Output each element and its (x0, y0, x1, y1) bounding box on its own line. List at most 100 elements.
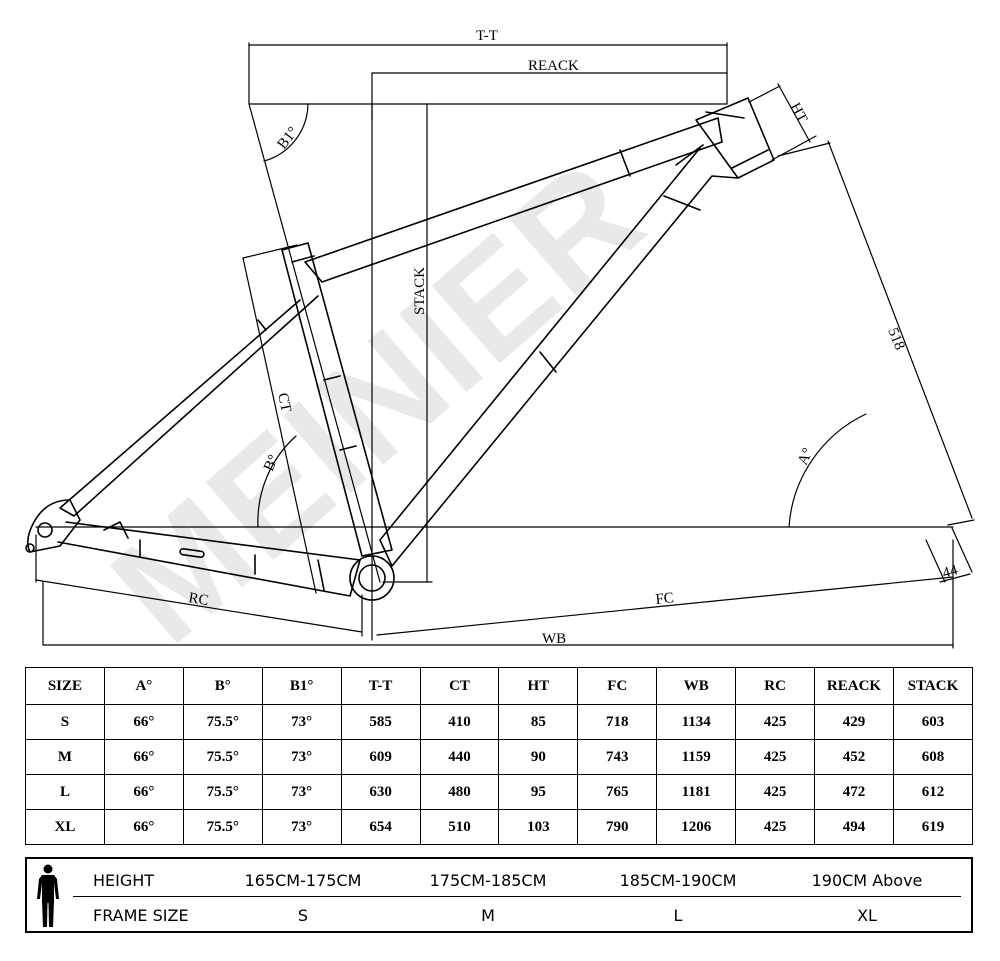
table-cell: 790 (577, 809, 658, 845)
header-tt: T-T (340, 667, 421, 705)
b1-angle-label: B1° (275, 124, 302, 152)
bike-frame (25, 97, 775, 601)
table-cell: 743 (577, 739, 658, 775)
header-ct: CT (419, 667, 500, 705)
table-cell: 510 (419, 809, 500, 845)
header-fc: FC (577, 667, 658, 705)
table-cell: 654 (340, 809, 421, 845)
table-cell: XL (25, 809, 105, 845)
height-label: HEIGHT (93, 870, 155, 890)
frame-size-row: FRAME SIZE S M L XL (73, 899, 961, 931)
seat-stay (59, 295, 319, 517)
table-cell: 1159 (656, 739, 737, 775)
table-cell: 429 (814, 704, 894, 740)
dimension-lines (35, 42, 975, 649)
size-guide: HEIGHT 165CM-175CM 175CM-185CM 185CM-190… (25, 857, 973, 933)
table-cell: 425 (735, 704, 816, 740)
person-silhouette-icon (37, 864, 59, 927)
table-cell: 630 (340, 774, 421, 810)
table-cell: 609 (340, 739, 421, 775)
frame-size-value: L (673, 905, 683, 925)
table-cell: 1206 (656, 809, 737, 845)
table-cell: 494 (814, 809, 894, 845)
fc-label: FC (655, 590, 675, 608)
height-row: HEIGHT 165CM-175CM 175CM-185CM 185CM-190… (73, 864, 961, 897)
table-cell: 1181 (656, 774, 737, 810)
table-cell: 73° (261, 704, 342, 740)
a-angle-label: A° (795, 446, 816, 468)
table-cell: 103 (498, 809, 579, 845)
fork-length-label: 518 (884, 326, 907, 353)
stack-label: STACK (412, 267, 428, 315)
table-cell: 95 (498, 774, 579, 810)
table-row: L 66° 75.5° 73° 630 480 95 765 1181 425 … (25, 774, 974, 810)
table-row: XL 66° 75.5° 73° 654 510 103 790 1206 42… (25, 809, 974, 845)
frame-size-value: M (481, 905, 495, 925)
header-stack: STACK (892, 667, 974, 705)
table-cell: 66° (103, 774, 184, 810)
height-range: 165CM-175CM (244, 870, 362, 890)
table-cell: 425 (735, 809, 816, 845)
table-cell: 440 (419, 739, 500, 775)
table-cell: 75.5° (182, 704, 263, 740)
table-cell: 73° (261, 809, 342, 845)
table-cell: 425 (735, 739, 816, 775)
table-cell: 410 (419, 704, 500, 740)
table-cell: 480 (419, 774, 500, 810)
table-cell: 73° (261, 739, 342, 775)
ht-label: HT (786, 100, 810, 125)
table-row: M 66° 75.5° 73° 609 440 90 743 1159 425 … (25, 739, 974, 775)
rear-dropout (26, 499, 81, 553)
header-size: SIZE (25, 667, 105, 705)
table-cell: 75.5° (182, 774, 263, 810)
header-ht: HT (498, 667, 579, 705)
table-cell: 73° (261, 774, 342, 810)
table-cell: 452 (814, 739, 894, 775)
table-cell: 585 (340, 704, 421, 740)
table-cell: 66° (103, 809, 184, 845)
header-b1-angle: B1° (261, 667, 342, 705)
table-cell: 765 (577, 774, 658, 810)
header-a-angle: A° (103, 667, 184, 705)
table-cell: 75.5° (182, 739, 263, 775)
seat-tube (281, 242, 393, 557)
frame-size-label: FRAME SIZE (93, 905, 189, 925)
table-cell: 718 (577, 704, 658, 740)
frame-geometry-diagram: MEINIER (25, 28, 975, 650)
header-wb: WB (656, 667, 737, 705)
table-cell: 66° (103, 739, 184, 775)
table-cell: M (25, 739, 105, 775)
table-cell: 85 (498, 704, 579, 740)
table-cell: 612 (892, 774, 974, 810)
ct-label: CT (274, 392, 294, 414)
reack-label: REACK (528, 58, 579, 74)
height-range: 185CM-190CM (619, 870, 737, 890)
table-cell: 90 (498, 739, 579, 775)
rc-label: RC (187, 590, 209, 609)
table-cell: 472 (814, 774, 894, 810)
table-cell: 425 (735, 774, 816, 810)
wb-label: WB (542, 631, 566, 647)
chain-stay (57, 521, 361, 597)
frame-size-value: S (297, 905, 309, 925)
header-reack: REACK (814, 667, 894, 705)
table-cell: S (25, 704, 105, 740)
down-tube (379, 147, 739, 567)
table-header-row: SIZE A° B° B1° T-T CT HT FC WB RC REACK … (25, 667, 974, 705)
head-tube (695, 97, 775, 179)
table-cell: 66° (103, 704, 184, 740)
header-b-angle: B° (182, 667, 263, 705)
table-cell: 75.5° (182, 809, 263, 845)
header-rc: RC (735, 667, 816, 705)
table-cell: 619 (892, 809, 974, 845)
offset-label: 44 (941, 562, 960, 582)
b-angle-label: B° (261, 452, 282, 473)
table-cell: L (25, 774, 105, 810)
table-row: S 66° 75.5° 73° 585 410 85 718 1134 425 … (25, 704, 974, 740)
height-range: 190CM Above (811, 870, 923, 890)
dimension-labels: T-T REACK STACK HT 518 CT B1° B° A° RC F… (187, 28, 960, 647)
height-range: 175CM-185CM (429, 870, 547, 890)
frame-size-value: XL (857, 905, 877, 925)
tt-label: T-T (476, 28, 498, 44)
table-cell: 603 (892, 704, 974, 740)
